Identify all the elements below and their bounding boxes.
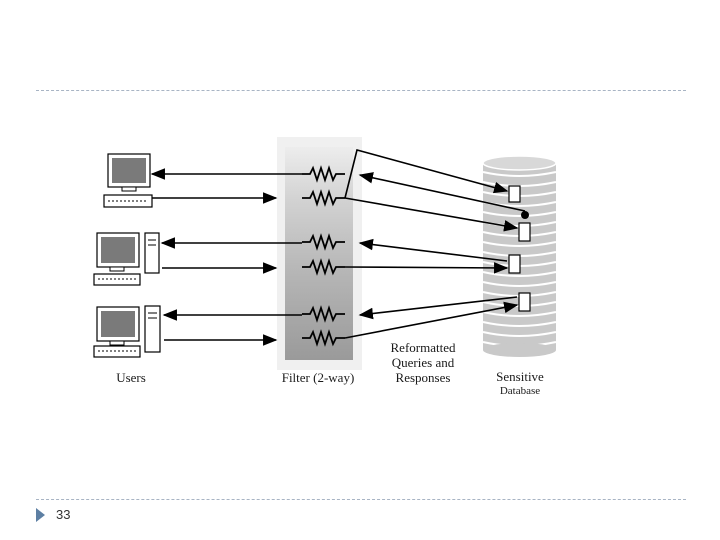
filter-database-arrows [344,149,526,339]
database-label-line2: Database [499,385,541,397]
filter-resistor-symbols [302,165,345,347]
filter-label: Filter (2-way) [281,370,355,385]
database-cylinder [482,155,557,357]
reformatted-queries-label: Reformatted Queries and Responses [390,340,456,385]
slide-number: 33 [56,507,71,522]
top-divider [36,90,686,91]
computer-2-icon [93,232,160,286]
computer-3-icon [93,305,161,358]
database-label-line1: Sensitive [496,369,544,384]
bottom-divider [36,499,686,500]
filter-box [277,137,362,370]
users-label: Users [116,370,146,385]
computer-1-icon [103,153,153,208]
user-filter-arrows [150,168,302,346]
sensitive-database-label: Sensitive Database [484,370,556,398]
bullet-arrow-icon [36,508,45,522]
